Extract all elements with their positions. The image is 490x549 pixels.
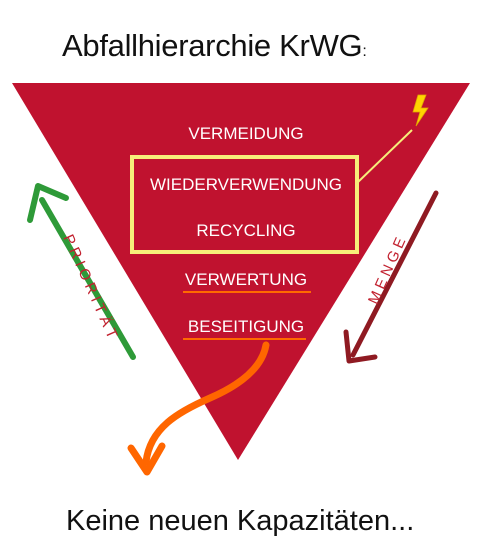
title-colon: : xyxy=(362,43,367,60)
amount-arrow xyxy=(343,190,439,364)
connector-line xyxy=(356,129,413,184)
level-vermeidung: VERMEIDUNG xyxy=(188,124,304,143)
lightning-icon xyxy=(412,94,429,127)
level-beseitigung: BESEITIGUNG xyxy=(187,317,305,336)
highlight-frame xyxy=(130,155,359,254)
priority-arrow xyxy=(27,183,136,360)
level-verwertung: VERWERTUNG xyxy=(184,270,308,289)
title-text: Abfallhierarchie KrWG xyxy=(62,28,363,63)
level-wiederverwendung: WIEDERVERWENDUNG xyxy=(149,175,343,194)
footer-text: Keine neuen Kapazitäten... xyxy=(66,505,415,537)
overflow-arrow xyxy=(127,341,270,476)
level-recycling: RECYCLING xyxy=(196,221,296,240)
diagram-title: Abfallhierarchie KrWG: xyxy=(62,28,367,64)
